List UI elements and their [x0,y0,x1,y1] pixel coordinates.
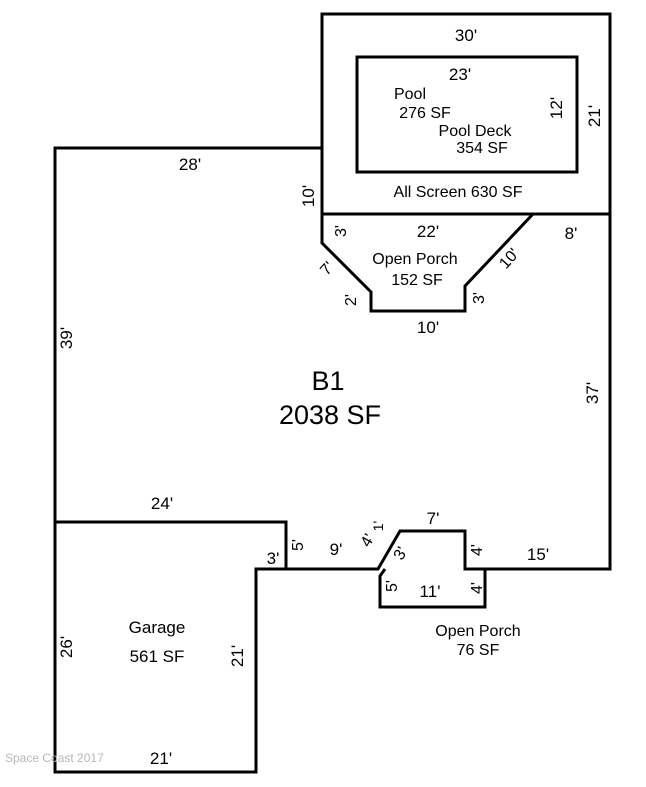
bottom-porch-inner-left-dim: 3' [391,544,412,563]
bottom-porch-left-vertical-dim: 5' [384,580,401,592]
top-porch-right-lower-dim: 3' [471,292,488,304]
top-porch-label: Open Porch [372,251,457,268]
top-porch-bottom-dim: 10' [417,318,439,337]
watermark: Space Coast 2017 [5,751,104,765]
top-porch-top-dim: 22' [417,222,439,241]
pool-outline [355,55,579,174]
garage-right-dim: 21' [228,645,247,667]
pool-height-dim: 12' [547,97,566,119]
right-top-dim: 8' [565,224,578,243]
garage-top-dim: 24' [151,494,173,513]
garage-step-horizontal-dim: 3' [267,549,280,568]
garage-label: Garage [129,618,186,637]
bottom-porch-area: 76 SF [457,642,500,659]
bottom-mid-dim: 9' [330,540,343,559]
main-area-label: B1 [311,366,344,396]
pool-label: Pool [394,86,426,103]
top-porch-left-diagonal-dim: 7' [317,259,338,279]
garage-step-vertical-dim: 5' [290,539,307,551]
bottom-porch-right-upper-dim: 4' [469,544,486,556]
bottom-porch-bottom-dim: 11' [420,582,441,601]
bottom-right-dim: 15' [527,545,549,564]
garage-left-dim: 26' [57,636,76,658]
main-house-outline [53,146,612,571]
screen-label: All Screen 630 SF [394,184,523,201]
left-dim: 39' [57,327,76,349]
bottom-porch-left-diagonal-dim: 4' [358,531,379,550]
pool-area: 276 SF [399,105,451,122]
pool-deck-label: Pool Deck [439,123,513,140]
garage-area: 561 SF [130,647,185,666]
screen-left-dim: 10' [299,185,318,207]
bottom-porch-label: Open Porch [435,623,520,640]
main-area-value: 2038 SF [279,400,381,430]
right-dim: 37' [583,382,602,404]
bottom-porch-outline [378,568,487,609]
pool-deck-area: 354 SF [456,140,508,157]
garage-outline [53,522,286,774]
screen-height-dim: 21' [585,105,604,127]
garage-bottom-dim: 21' [150,749,172,768]
bottom-porch-top-dim: 7' [427,509,440,528]
screen-width-dim: 30' [455,26,477,45]
top-porch-area: 152 SF [391,272,443,289]
top-porch-left-lower-dim: 2' [343,294,360,306]
top-porch-left-vertical-dim: 3' [333,225,350,237]
bottom-porch-right-lower-dim: 4' [469,582,486,594]
top-left-dim: 28' [179,155,201,174]
bottom-porch-left-small-dim: 1' [370,521,386,531]
pool-width-dim: 23' [449,65,471,84]
